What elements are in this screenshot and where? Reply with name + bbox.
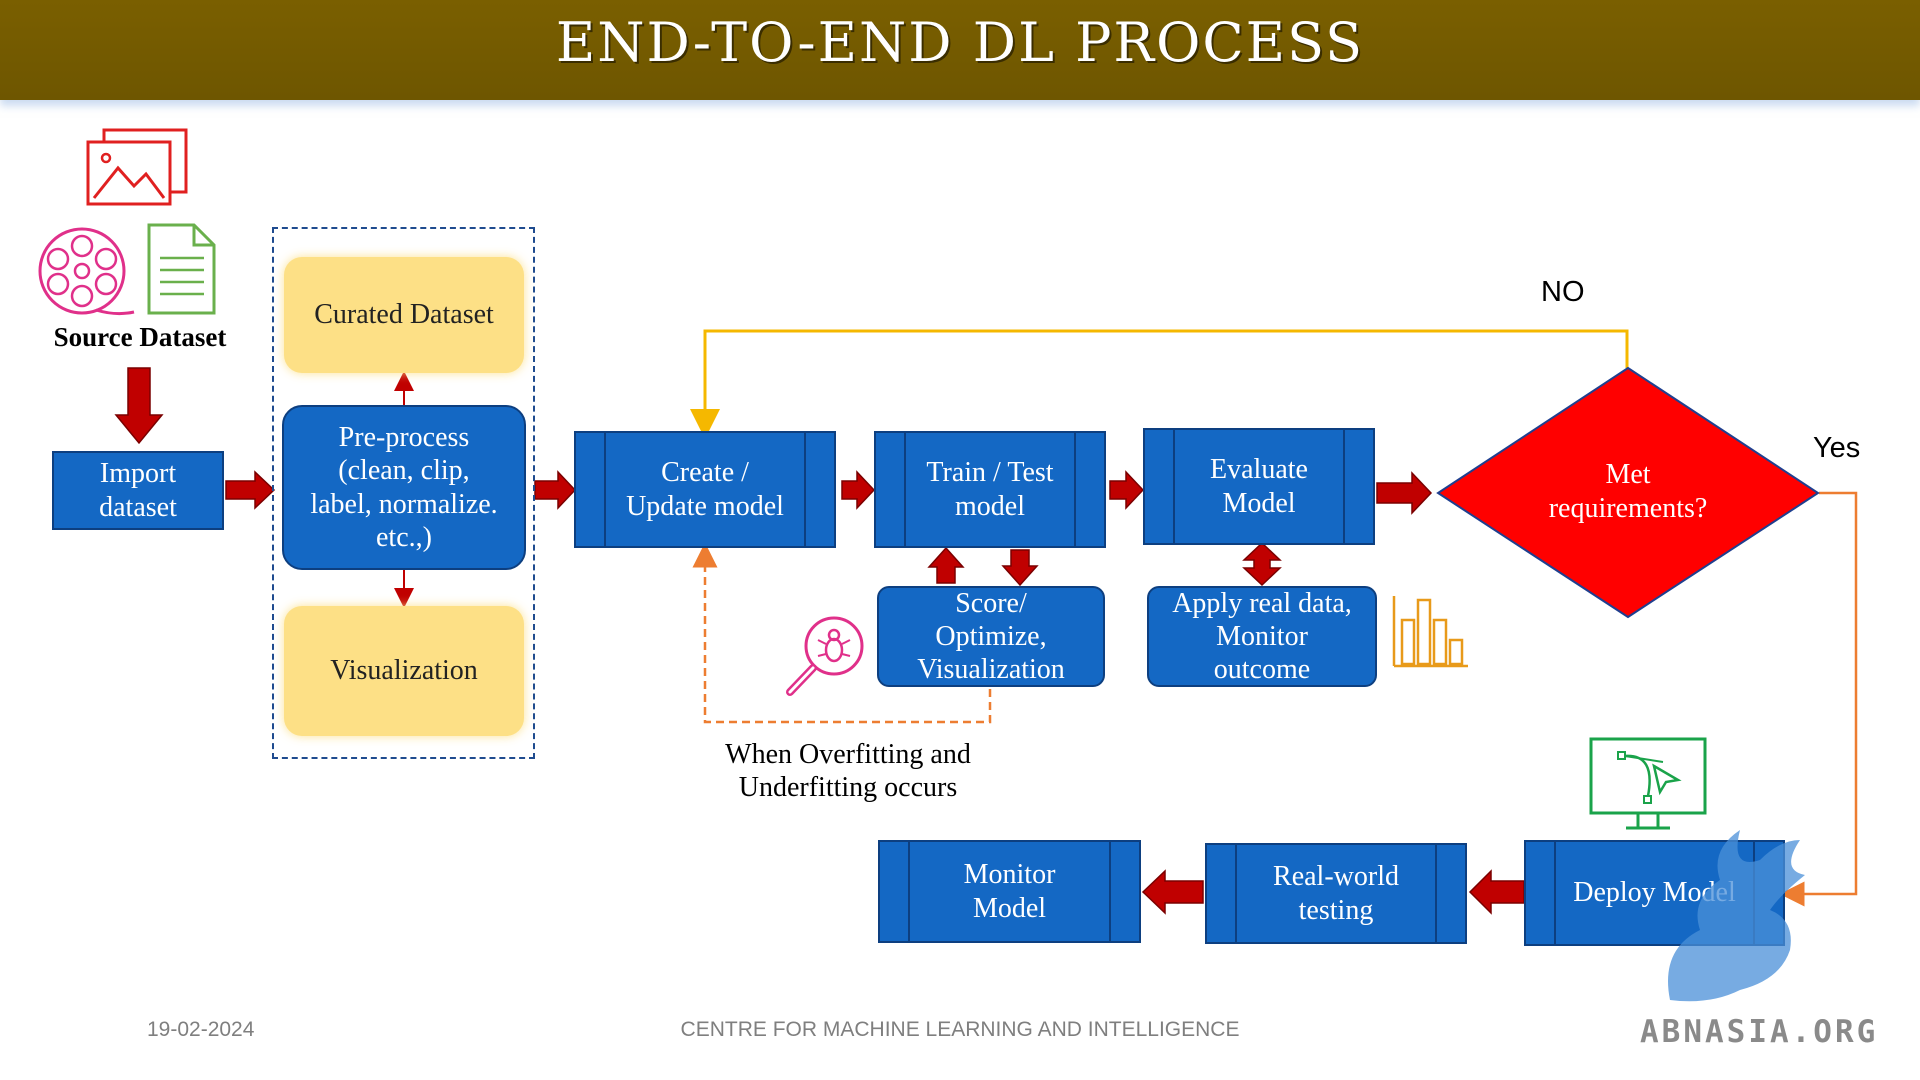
- evaluate-model-box: Evaluate Model: [1143, 428, 1375, 545]
- bar-chart-icon: [1390, 594, 1470, 670]
- arrow-score-to-train: [927, 546, 965, 584]
- visualization-box: Visualization: [284, 606, 524, 736]
- arrow-import-to-preprocess: [225, 470, 276, 510]
- overfit-loop-connector: [692, 542, 992, 724]
- slide-title: END-TO-END DL PROCESS: [555, 11, 1365, 74]
- yes-connector: [1779, 491, 1858, 907]
- source-dataset-label: Source Dataset: [53, 322, 227, 352]
- train-test-model-box: Train / Test model: [874, 431, 1106, 548]
- watermark-logo: [1630, 800, 1830, 1020]
- arrow-train-to-evaluate: [1109, 470, 1145, 510]
- footer-centre-name: CENTRE FOR MACHINE LEARNING AND INTELLIG…: [680, 1018, 1240, 1041]
- arrow-deploy-to-realworld: [1468, 869, 1525, 915]
- no-loop-connector: [690, 329, 1629, 439]
- apply-real-data-box: Apply real data, Monitor outcome: [1147, 586, 1377, 687]
- monitor-model-box: Monitor Model: [878, 840, 1141, 943]
- image-icon: [84, 128, 190, 210]
- monitor-vector-icon: [1588, 736, 1708, 832]
- arrow-source-to-import: [114, 367, 164, 445]
- create-update-model-box: Create / Update model: [574, 431, 836, 548]
- preprocess-group: [272, 227, 535, 759]
- title-bar: END-TO-END DL PROCESS: [0, 0, 1920, 100]
- bug-search-icon: [782, 614, 868, 700]
- decision-label: Met requirements?: [1548, 459, 1708, 525]
- arrow-create-to-train: [841, 470, 876, 510]
- overfit-note: When Overfitting and Underfitting occurs: [725, 739, 971, 804]
- yes-label: Yes: [1813, 432, 1861, 464]
- arrow-preprocess-to-create: [534, 470, 577, 510]
- real-world-testing-box: Real-world testing: [1205, 843, 1467, 944]
- document-icon: [146, 222, 218, 316]
- footer-date: 19-02-2024: [147, 1018, 255, 1041]
- film-reel-icon: [36, 226, 136, 318]
- arrow-train-to-score: [1001, 549, 1039, 587]
- watermark-text: ABNASIA.ORG: [1640, 1014, 1879, 1050]
- arrow-evaluate-to-decision: [1376, 471, 1433, 515]
- decision-diamond: [1436, 366, 1820, 619]
- arrow-evaluate-apply: [1242, 541, 1282, 587]
- arrow-realworld-to-monitor: [1141, 869, 1204, 915]
- preprocess-box: Pre-process (clean, clip, label, normali…: [282, 405, 526, 570]
- score-optimize-box: Score/ Optimize, Visualization: [877, 586, 1105, 687]
- no-label: NO: [1541, 276, 1585, 308]
- curated-dataset-box: Curated Dataset: [284, 257, 524, 373]
- import-dataset-box: Import dataset: [52, 451, 224, 530]
